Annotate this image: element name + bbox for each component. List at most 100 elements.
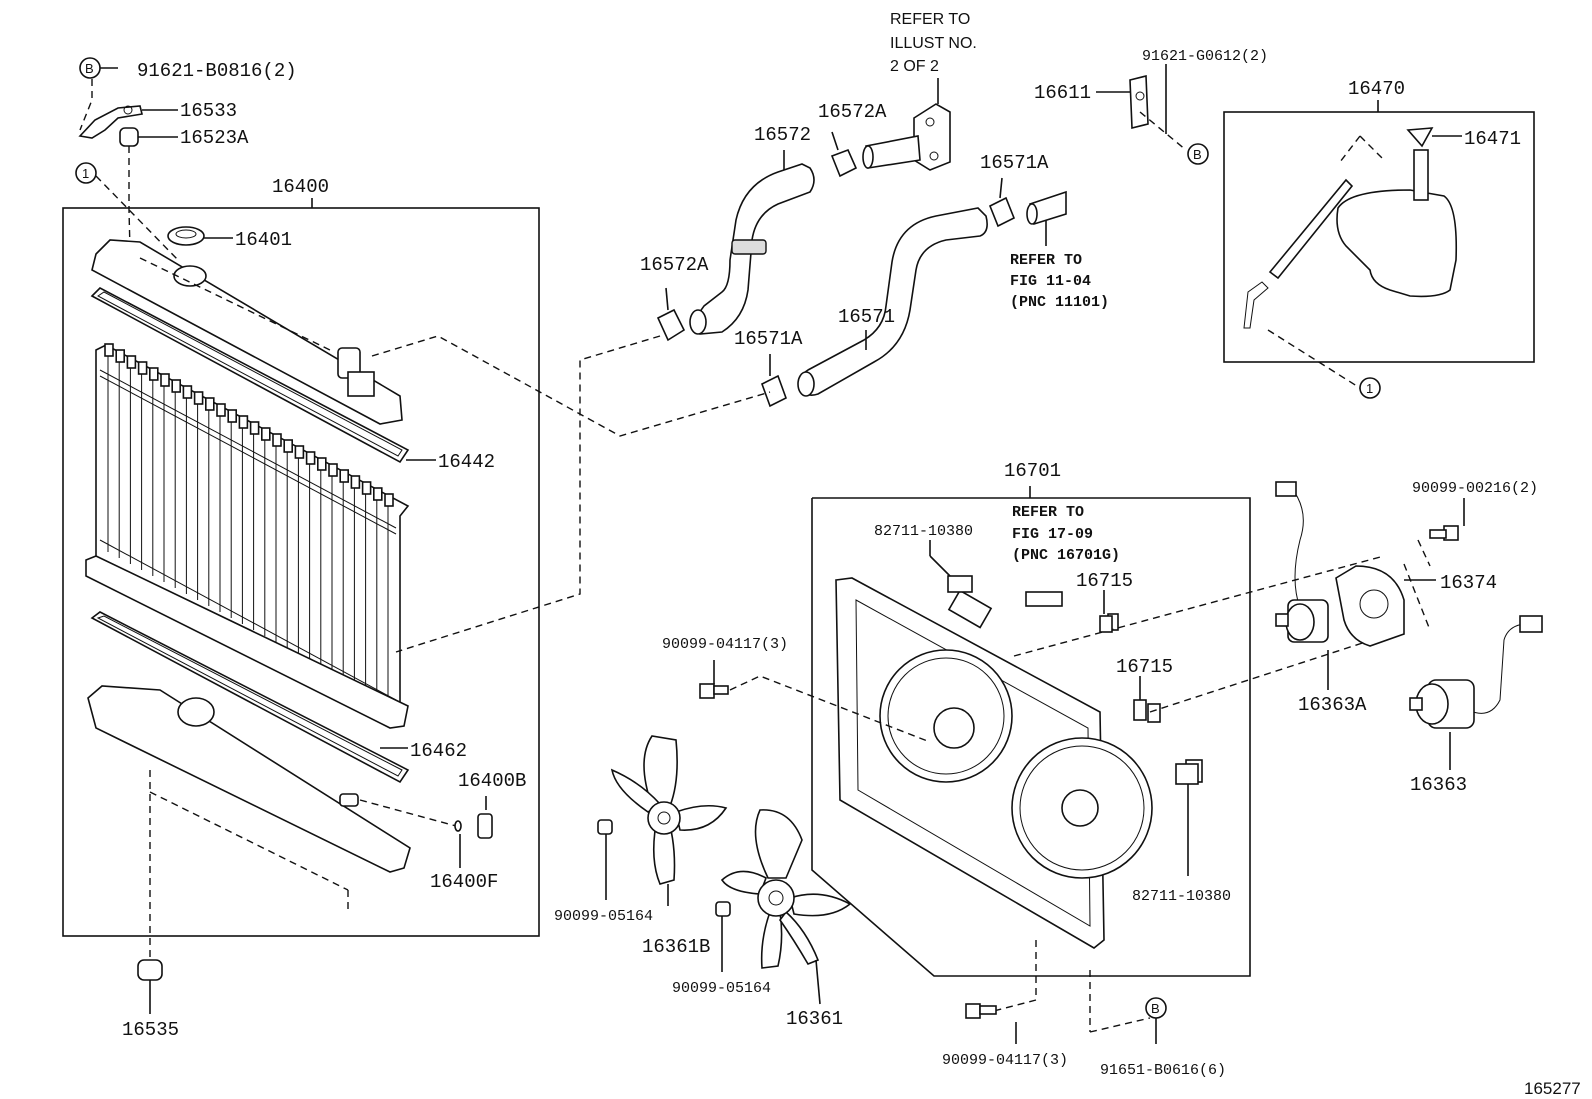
label-90099-05164-bottom: 90099-05164 <box>672 980 771 997</box>
note-fig-17-line-2: FIG 17-09 <box>1012 526 1093 543</box>
radiator-group-box <box>62 207 540 937</box>
label-16611: 16611 <box>1034 82 1091 104</box>
label-16401: 16401 <box>235 229 292 251</box>
b-callout-top-left: B <box>79 57 118 131</box>
fan-shroud <box>835 555 1385 1033</box>
core-fin-cap <box>328 463 338 477</box>
label-82711-bottom: 82711-10380 <box>1132 888 1231 905</box>
label-90099-00216: 90099-00216(2) <box>1412 480 1538 497</box>
fan-16361b <box>610 735 728 906</box>
motor-assembly: 90099-00216(2) 16374 16363A 16363 <box>1275 480 1543 796</box>
clip-16715-top <box>1099 590 1113 633</box>
bracket-16374 <box>1335 563 1436 647</box>
hose-16572 <box>689 150 815 335</box>
fan-group-box <box>811 497 1251 977</box>
hose-16571 <box>797 207 988 397</box>
cushion-16523a <box>119 127 178 251</box>
label-16400f: 16400F <box>430 871 498 893</box>
figure-number: 165277 <box>1524 1079 1581 1098</box>
label-16471: 16471 <box>1464 128 1521 150</box>
one-callout-digit: 1 <box>1366 381 1373 396</box>
label-16523a: 16523A <box>180 127 249 149</box>
core-fin-cap <box>160 373 170 387</box>
core-fin-cap <box>216 403 226 417</box>
bracket-16533 <box>78 105 178 139</box>
clip-82711-top <box>929 540 973 593</box>
overflow-hose <box>1243 135 1385 389</box>
core-fins <box>104 343 394 702</box>
core-fin-cap <box>272 433 282 447</box>
pipe-end-right <box>1026 190 1067 246</box>
note-fig-11-line-3: (PNC 11101) <box>1010 294 1109 311</box>
label-16400: 16400 <box>272 176 329 198</box>
note-refer-illust-line-3: 2 OF 2 <box>890 58 939 75</box>
core-fin-cap <box>137 361 148 375</box>
lower-tank <box>85 555 409 729</box>
core-fin-cap <box>182 385 193 399</box>
clamp-16571a-left <box>761 354 787 408</box>
b-callout-right-top: B <box>1187 143 1209 165</box>
b-callout-letter: B <box>1193 147 1202 162</box>
fan-shroud-assembly: REFER TO FIG 17-09 (PNC 16701G) <box>662 460 1385 1079</box>
core-fin-cap <box>171 379 181 393</box>
clip-82711-bottom <box>1175 763 1199 876</box>
label-16571a-right: 16571A <box>980 152 1049 174</box>
core-fin-cap <box>305 451 316 465</box>
upper-gasket-16442 <box>90 287 436 464</box>
note-fig-17-line-3: (PNC 16701G) <box>1012 547 1120 564</box>
label-16715-top: 16715 <box>1076 570 1133 592</box>
note-fig-11-line-1: REFER TO <box>1010 252 1082 269</box>
core-fin-cap <box>149 367 159 381</box>
drain-tank <box>87 685 411 912</box>
nut-90099-05164-left <box>597 819 613 900</box>
core-fin-cap <box>260 427 271 441</box>
core-fin-cap <box>339 469 350 483</box>
core-fin-cap <box>193 391 204 405</box>
label-91621-g0612: 91621-G0612(2) <box>1142 48 1268 65</box>
drain-cock-16400b <box>359 796 493 868</box>
core-fin-cap <box>316 457 327 471</box>
lower-gasket-16462 <box>90 611 410 784</box>
clip-16715-bottom <box>1133 676 1147 721</box>
clamp-16572a-top <box>830 131 858 178</box>
core-fin-cap <box>238 415 249 429</box>
label-82711-top: 82711-10380 <box>874 523 973 540</box>
label-16462: 16462 <box>410 740 467 762</box>
label-16361b: 16361B <box>642 936 710 958</box>
label-16572: 16572 <box>754 124 811 146</box>
radiator-core <box>95 343 410 719</box>
one-callout-digit: 1 <box>82 166 89 181</box>
clamp-16571a-right <box>988 177 1016 228</box>
core-fin-cap <box>115 349 125 363</box>
label-16572a-left: 16572A <box>640 254 709 276</box>
clamp-16572a-left <box>656 287 686 342</box>
core-fin-cap <box>227 409 237 423</box>
core-fin-cap <box>283 439 294 453</box>
label-16442: 16442 <box>438 451 495 473</box>
motor-16363 <box>1409 615 1543 770</box>
radiator-assembly: B 1 <box>62 57 540 1041</box>
label-16571a-left: 16571A <box>734 328 803 350</box>
one-callout-right: 1 <box>1359 377 1381 399</box>
label-16535: 16535 <box>122 1019 179 1041</box>
note-refer-fig-17-09: REFER TO FIG 17-09 (PNC 16701G) <box>1012 504 1120 564</box>
core-fin-cap <box>372 487 383 501</box>
one-callout-left: 1 <box>75 162 179 261</box>
label-90099-04117-bottom: 90099-04117(3) <box>942 1052 1068 1069</box>
cushion-16535 <box>137 770 163 1014</box>
radiator-cap-16401 <box>167 226 233 246</box>
b-callout-letter: B <box>85 61 94 76</box>
core-fin-cap <box>294 445 305 459</box>
motor-16363a <box>1275 481 1329 690</box>
core-fin-cap <box>126 355 137 369</box>
bracket-16611 <box>1096 64 1187 151</box>
label-90099-04117-left: 90099-04117(3) <box>662 636 788 653</box>
note-fig-11-line-2: FIG 11-04 <box>1010 273 1091 290</box>
label-91651-b0616: 91651-B0616(6) <box>1100 1062 1226 1079</box>
label-16701: 16701 <box>1004 460 1061 482</box>
note-refer-fig-11-04: REFER TO FIG 11-04 (PNC 11101) <box>1010 252 1109 311</box>
label-16571: 16571 <box>838 306 895 328</box>
note-refer-illust-line-2: ILLUST NO. <box>890 35 977 52</box>
label-16533: 16533 <box>180 100 237 122</box>
